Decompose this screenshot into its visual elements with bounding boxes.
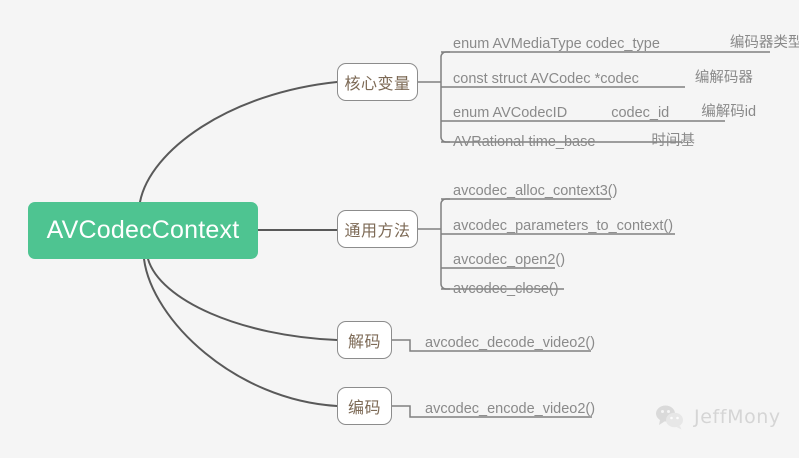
leaf-item[interactable]: avcodec_encode_video2() — [425, 395, 595, 417]
wechat-icon — [656, 405, 683, 430]
leaf-note: 编码器类型 — [729, 35, 799, 51]
branch-node-core-variables[interactable]: 核心变量 — [337, 63, 418, 101]
leaf-note: 编解码id — [701, 104, 757, 120]
leaf-code-secondary: codec_id — [611, 105, 670, 121]
root-node[interactable]: AVCodecContext — [28, 202, 258, 259]
leaf-code: avcodec_close() — [453, 281, 559, 297]
leaf-note: 时间基 — [651, 133, 695, 149]
root-node-label: AVCodecContext — [46, 216, 240, 244]
leaf-code: const struct AVCodec *codec — [453, 71, 639, 87]
branch-node-decode[interactable]: 解码 — [337, 321, 392, 359]
edge-branch1-spine — [440, 51, 450, 143]
branch-node-label: 通用方法 — [344, 223, 411, 240]
branch-node-common-methods[interactable]: 通用方法 — [337, 210, 418, 248]
leaf-item[interactable]: avcodec_open2() — [453, 246, 565, 268]
leaf-code: enum AVMediaType codec_type — [453, 36, 660, 52]
watermark: JeffMony — [655, 404, 781, 430]
leaf-item[interactable]: avcodec_decode_video2() — [425, 329, 595, 351]
branch-node-label: 编码 — [347, 400, 381, 417]
leaf-item[interactable]: avcodec_alloc_context3() — [453, 177, 617, 199]
edge-root-to-branch4 — [143, 258, 338, 407]
edge-root-to-branch1 — [139, 81, 338, 203]
branch-node-encode[interactable]: 编码 — [337, 387, 392, 425]
leaf-code: avcodec_alloc_context3() — [453, 183, 618, 199]
leaf-note: 编解码器 — [694, 70, 753, 86]
leaf-code: avcodec_decode_video2() — [425, 335, 596, 351]
leaf-item[interactable]: const struct AVCodec *codec 编解码器 — [453, 65, 753, 87]
edge-branch2-spine — [440, 198, 450, 290]
leaf-item[interactable]: enum AVCodecID codec_id 编解码id — [453, 99, 756, 121]
leaf-code: AVRational time_base — [453, 134, 596, 150]
leaf-code: avcodec_encode_video2() — [425, 401, 596, 417]
leaf-code: avcodec_open2() — [453, 252, 566, 268]
branch-node-label: 解码 — [347, 334, 381, 351]
leaf-item[interactable]: avcodec_close() — [453, 275, 559, 297]
watermark-label: JeffMony — [694, 406, 781, 428]
leaf-code: enum AVCodecID — [453, 105, 568, 121]
leaf-code: avcodec_parameters_to_context() — [453, 218, 674, 234]
branch-node-label: 核心变量 — [344, 76, 411, 93]
leaf-item[interactable]: enum AVMediaType codec_type 编码器类型 — [453, 30, 799, 52]
leaf-item[interactable]: avcodec_parameters_to_context() — [453, 212, 673, 234]
edge-root-to-branch3 — [147, 258, 338, 341]
leaf-item[interactable]: AVRational time_base 时间基 — [453, 128, 695, 150]
